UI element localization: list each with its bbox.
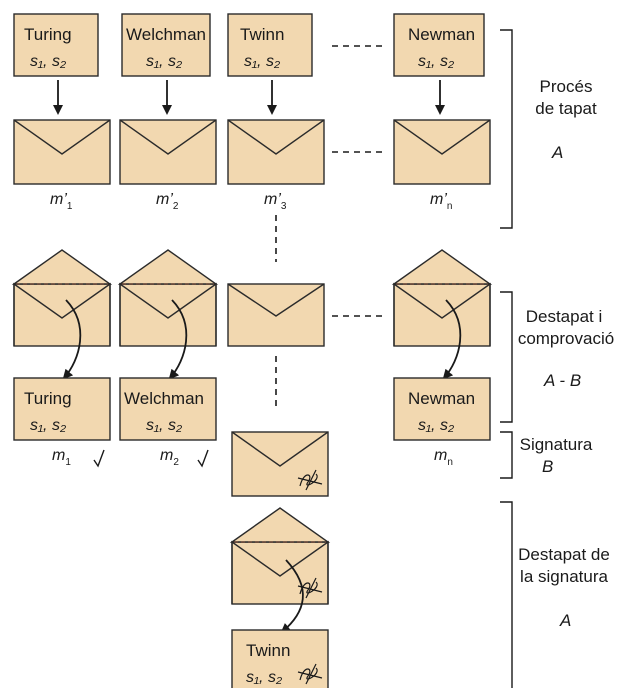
opened-envelope — [11, 249, 113, 347]
svg-text:la signatura: la signatura — [520, 567, 608, 586]
card-welchman-bottom: Welchman s₁, s₂ — [119, 377, 217, 441]
sealed-envelope — [119, 119, 217, 185]
phase-label-unsealing-signature: Destapat de la signatura A — [518, 545, 610, 630]
svg-text:A: A — [551, 143, 563, 162]
svg-text:Twinn: Twinn — [240, 25, 284, 44]
card-turing-top: Turing s₁, s₂ — [13, 13, 99, 77]
card-twinn-bottom: Twinn s₁, s₂ — [231, 629, 329, 688]
phase-bracket — [500, 501, 513, 688]
label-m-prime-n: m’n — [430, 191, 452, 212]
svg-text:s₁, s₂: s₁, s₂ — [418, 417, 454, 434]
phase-label-sealing: Procés de tapat A — [535, 77, 597, 162]
phase-bracket — [500, 291, 513, 423]
svg-text:A: A — [559, 611, 571, 630]
curved-arrow — [62, 299, 82, 380]
curved-arrow — [442, 299, 462, 380]
label-m-n: mn — [434, 447, 453, 468]
curved-arrow — [168, 299, 188, 380]
label-m-1: m1 — [52, 447, 71, 468]
svg-text:Turing: Turing — [24, 389, 72, 408]
svg-text:Turing: Turing — [24, 25, 72, 44]
phase-label-unsealing-check: Destapat i comprovació A - B — [518, 307, 614, 390]
signature-icon — [297, 469, 323, 491]
phase-label-signature: Signatura B — [520, 435, 593, 476]
checkmark-icon — [197, 449, 209, 468]
svg-text:Welchman: Welchman — [124, 389, 204, 408]
label-m-prime-3: m’3 — [264, 191, 287, 212]
svg-text:Signatura: Signatura — [520, 435, 593, 454]
svg-text:B: B — [542, 457, 553, 476]
checkmark-icon — [93, 449, 105, 468]
svg-text:Twinn: Twinn — [246, 641, 290, 660]
card-welchman-top: Welchman s₁, s₂ — [121, 13, 211, 77]
card-newman-bottom: Newman s₁, s₂ — [393, 377, 491, 441]
label-m-prime-1: m’1 — [50, 191, 73, 212]
opened-signed-envelope — [229, 507, 331, 605]
card-newman-top: Newman s₁, s₂ — [393, 13, 485, 77]
svg-text:s₁, s₂: s₁, s₂ — [146, 417, 182, 434]
svg-text:s₁, s₂: s₁, s₂ — [246, 669, 282, 686]
phase-bracket — [500, 29, 513, 229]
svg-text:Newman: Newman — [408, 389, 475, 408]
opened-envelope — [117, 249, 219, 347]
svg-text:Procés: Procés — [540, 77, 593, 96]
svg-text:Destapat de: Destapat de — [518, 545, 610, 564]
sealed-envelope — [227, 283, 325, 347]
curved-arrow — [280, 559, 304, 634]
signature-icon — [297, 663, 323, 685]
svg-text:Newman: Newman — [408, 25, 475, 44]
svg-text:s₁, s₂: s₁, s₂ — [30, 417, 66, 434]
svg-text:comprovació: comprovació — [518, 329, 614, 348]
svg-text:s₁, s₂: s₁, s₂ — [30, 53, 66, 70]
svg-text:A - B: A - B — [543, 371, 581, 390]
svg-text:s₁, s₂: s₁, s₂ — [146, 53, 182, 70]
card-turing-bottom: Turing s₁, s₂ — [13, 377, 111, 441]
svg-text:s₁, s₂: s₁, s₂ — [244, 53, 280, 70]
signed-envelope — [231, 431, 329, 497]
sealed-envelope — [393, 119, 491, 185]
opened-envelope — [391, 249, 493, 347]
svg-text:de tapat: de tapat — [535, 99, 597, 118]
sealed-envelope — [13, 119, 111, 185]
label-m-prime-2: m’2 — [156, 191, 179, 212]
svg-text:Welchman: Welchman — [126, 25, 206, 44]
sealed-envelope — [227, 119, 325, 185]
card-twinn-top: Twinn s₁, s₂ — [227, 13, 313, 77]
svg-text:s₁, s₂: s₁, s₂ — [418, 53, 454, 70]
svg-text:Destapat i: Destapat i — [526, 307, 603, 326]
label-m-2: m2 — [160, 447, 179, 468]
phase-bracket — [500, 431, 513, 479]
